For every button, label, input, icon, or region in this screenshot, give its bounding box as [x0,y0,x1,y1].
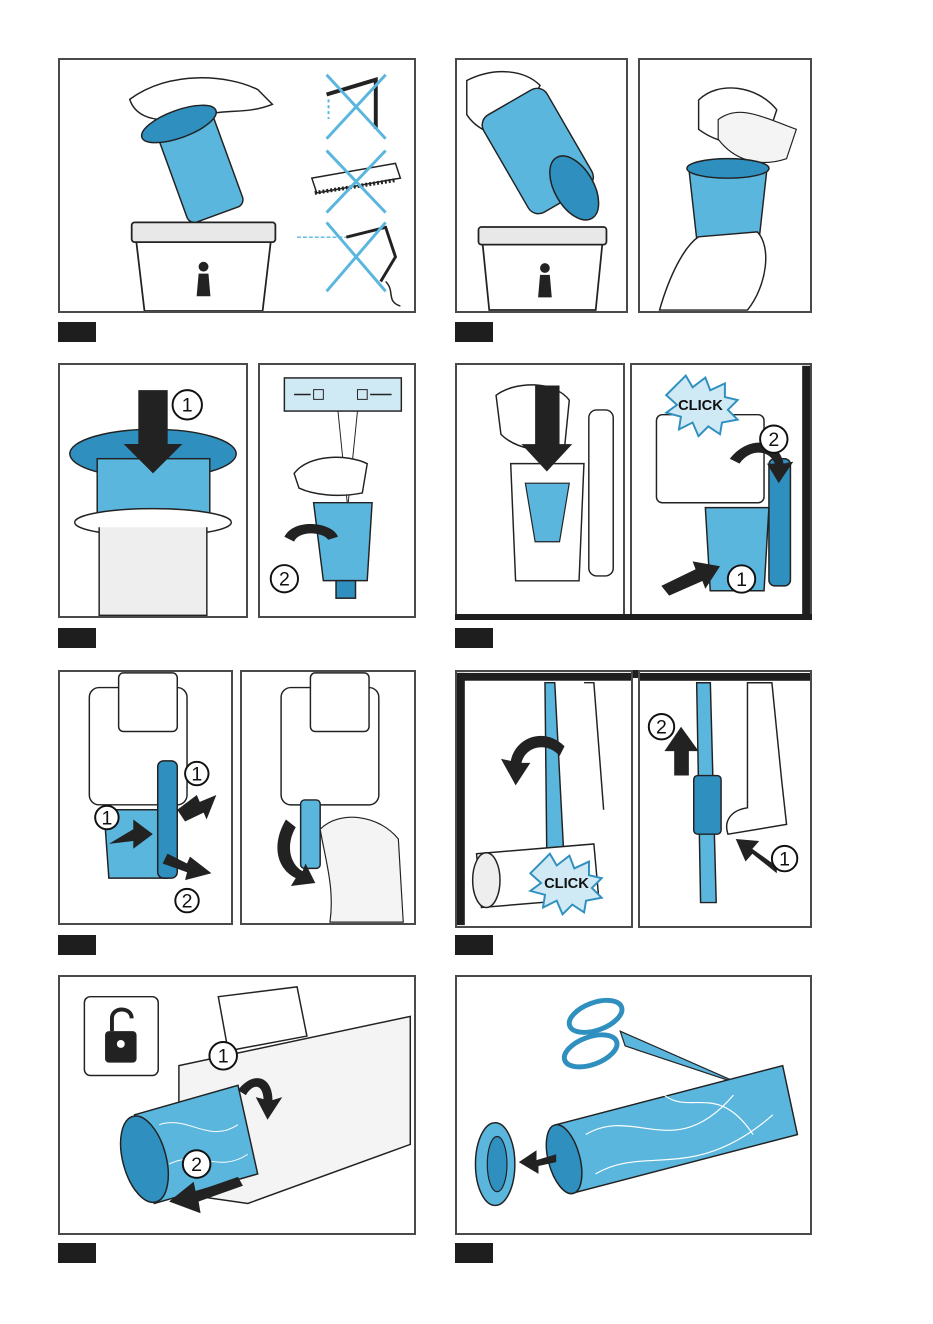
illustration-tap-container [457,60,626,311]
step-panel-extend-tube: 2 1 [638,670,812,928]
step-panel-lock-filter: 2 [258,363,416,618]
svg-text:1: 1 [218,1046,229,1068]
end-cap-icon [475,1123,514,1206]
unlock-icon [84,997,158,1076]
svg-text:CLICK: CLICK [678,398,723,414]
step-marker: 2 [271,565,298,592]
trash-bin-icon [132,222,276,311]
step-marker: 2 [183,1150,211,1178]
illustration-wipe-container [640,60,810,311]
illustration-remove-container: 1 1 2 [60,672,231,923]
svg-text:CLICK: CLICK [544,876,589,892]
step-marker: 1 [728,565,755,592]
step-panel-clean-contacts [240,670,416,925]
arrow-icon [736,839,777,873]
illustration-cut-hair [457,977,810,1233]
illustration-extend-tube: 2 1 [640,672,810,926]
svg-text:1: 1 [101,807,112,829]
illustration-remove-roller: 1 2 [60,977,414,1233]
panel-bottom-bar [455,614,812,620]
hand-icon [660,232,766,310]
step-panel-attach-floor-head: CLICK [455,670,633,928]
step-panel-attach-container: CLICK 2 1 [630,363,812,618]
svg-text:2: 2 [768,429,779,451]
step-marker: 2 [175,889,198,913]
trash-bin-icon [478,227,606,310]
cloth-icon [718,112,796,162]
vacuum-body-icon [89,673,187,878]
illustration-lock-filter: 2 [260,365,414,616]
crossed-out-icon [327,222,386,291]
foot-icon [727,683,787,834]
step-marker: 1 [95,806,118,830]
vacuum-tube-icon [545,683,604,869]
illustration-clean-contacts [242,672,414,923]
step-panel-empty-filter [58,58,416,313]
svg-text:1: 1 [736,569,747,591]
step-marker: 1 [173,390,202,419]
svg-text:2: 2 [191,1154,202,1176]
step-label [58,1243,96,1263]
vacuum-tube-icon [694,683,721,903]
svg-text:1: 1 [779,848,790,870]
illustration-filter-empty-bin [60,60,414,311]
step-marker: 1 [209,1042,237,1070]
hand-icon [294,457,367,495]
step-panel-cut-hair [455,975,812,1235]
scissors-icon [560,994,743,1085]
roller-icon [540,1066,798,1198]
step-marker: 1 [185,762,208,786]
step-label [455,1243,493,1263]
step-panel-tap-filter [455,58,628,313]
step-panel-insert-filter: 1 [58,363,248,618]
step-marker: 1 [772,846,797,871]
brush-icon [312,163,401,193]
step-label [58,935,96,955]
step-panel-remove-container: 1 1 2 [58,670,233,925]
step-label [455,935,493,955]
step-label [58,322,96,342]
svg-text:2: 2 [182,890,193,912]
step-panel-wipe-container [638,58,812,313]
illustration-attach-container: CLICK 2 1 [632,365,810,616]
step-label [58,628,96,648]
svg-text:1: 1 [182,395,193,417]
step-panel-insert-container [455,363,625,618]
illustration-insert-container [457,365,623,616]
illustration-insert-filter: 1 [60,365,246,616]
illustration-attach-floor-head: CLICK [457,672,631,926]
step-marker: 2 [760,425,787,452]
filter-icon [314,503,372,599]
step-label [455,322,493,342]
container-icon [75,509,232,616]
cloth-icon [320,817,403,922]
step-label [455,628,493,648]
svg-text:2: 2 [279,569,290,591]
svg-text:2: 2 [656,717,667,739]
step-panel-remove-roller: 1 2 [58,975,416,1235]
svg-text:1: 1 [191,763,202,785]
step-marker: 2 [649,714,674,739]
